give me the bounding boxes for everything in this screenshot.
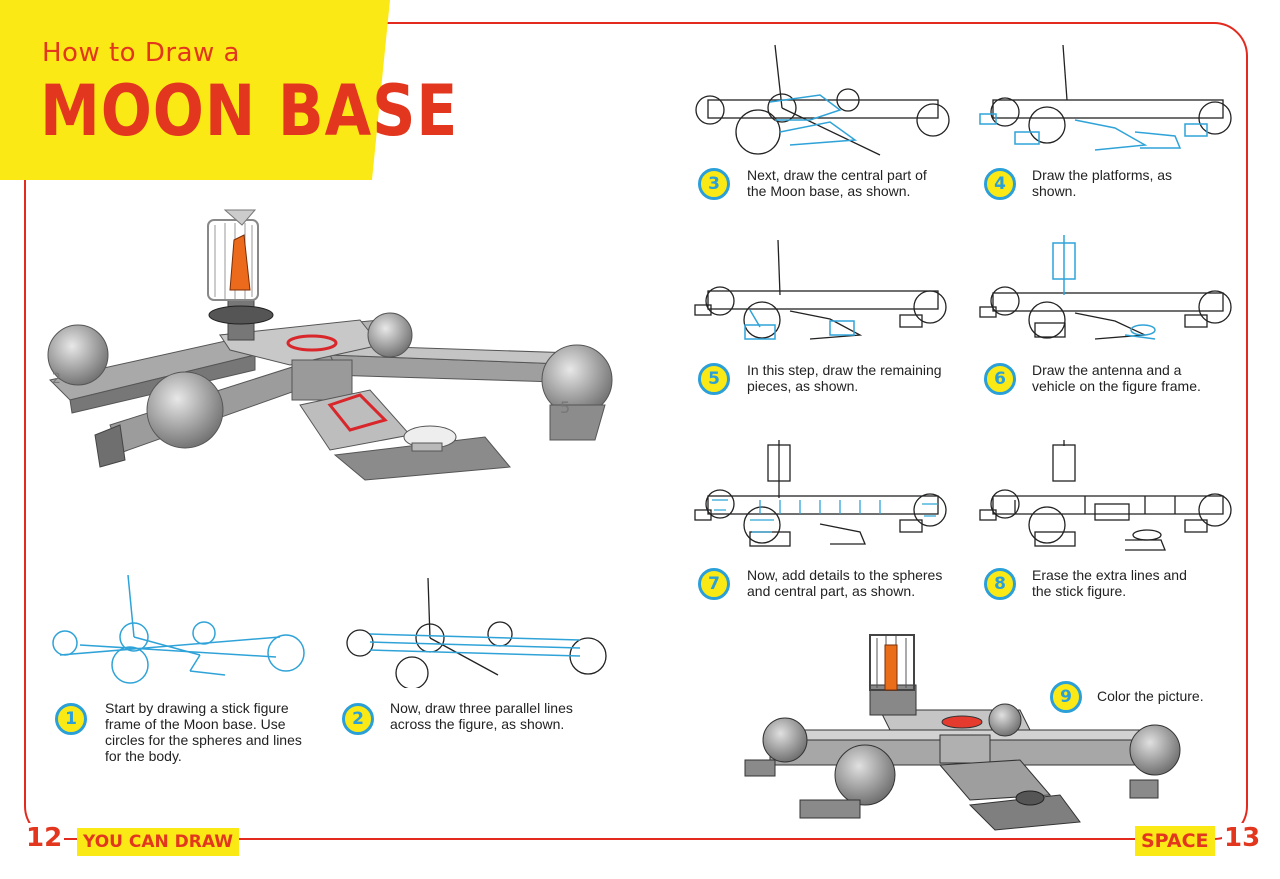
- step-9-text: Color the picture.: [1097, 688, 1204, 704]
- step-1-badge: 1: [55, 703, 87, 735]
- step-3-drawing: [695, 44, 950, 156]
- step-3-text: Next, draw the central part of the Moon …: [747, 167, 927, 199]
- right-footer-label: SPACE: [1135, 826, 1215, 856]
- model-label-5: 5: [560, 398, 570, 417]
- step-7-badge: 7: [698, 568, 730, 600]
- step-6-drawing: [979, 235, 1232, 340]
- step-6-text: Draw the antenna and a vehicle on the fi…: [1032, 362, 1201, 394]
- step-8-text: Erase the extra lines and the stick figu…: [1032, 567, 1187, 599]
- model-label-2: 2: [52, 371, 61, 387]
- step-5-drawing: [694, 239, 947, 340]
- step-9-color-drawing: [744, 634, 1181, 831]
- left-footer-label: YOU CAN DRAW: [77, 828, 240, 856]
- page-frame: [24, 22, 1248, 840]
- step-1-text: Start by drawing a stick figure frame of…: [105, 700, 302, 764]
- step-2-text: Now, draw three parallel lines across th…: [390, 700, 573, 732]
- step-8-badge: 8: [984, 568, 1016, 600]
- step-2-badge: 2: [342, 703, 374, 735]
- step-2-drawing: [346, 578, 607, 688]
- moon-base-model-image: 2 5: [47, 209, 613, 481]
- step-1-drawing: [52, 575, 305, 684]
- left-page-number: 12: [24, 823, 65, 853]
- right-page-number: 13: [1222, 823, 1263, 853]
- step-3-badge: 3: [698, 168, 730, 200]
- step-5-badge: 5: [698, 363, 730, 395]
- step-8-drawing: [979, 440, 1232, 551]
- page-title: MOON BASE: [40, 70, 459, 152]
- title-banner: [0, 0, 390, 180]
- step-4-text: Draw the platforms, as shown.: [1032, 167, 1173, 199]
- step-4-badge: 4: [984, 168, 1016, 200]
- step-7-drawing: [694, 440, 947, 547]
- step-5-text: In this step, draw the remaining pieces,…: [747, 362, 942, 394]
- step-6-badge: 6: [984, 363, 1016, 395]
- step-9-badge: 9: [1050, 681, 1082, 713]
- step-4-drawing: [979, 44, 1232, 151]
- step-7-text: Now, add details to the spheres and cent…: [747, 567, 943, 599]
- title-subtitle: How to Draw a: [42, 38, 240, 68]
